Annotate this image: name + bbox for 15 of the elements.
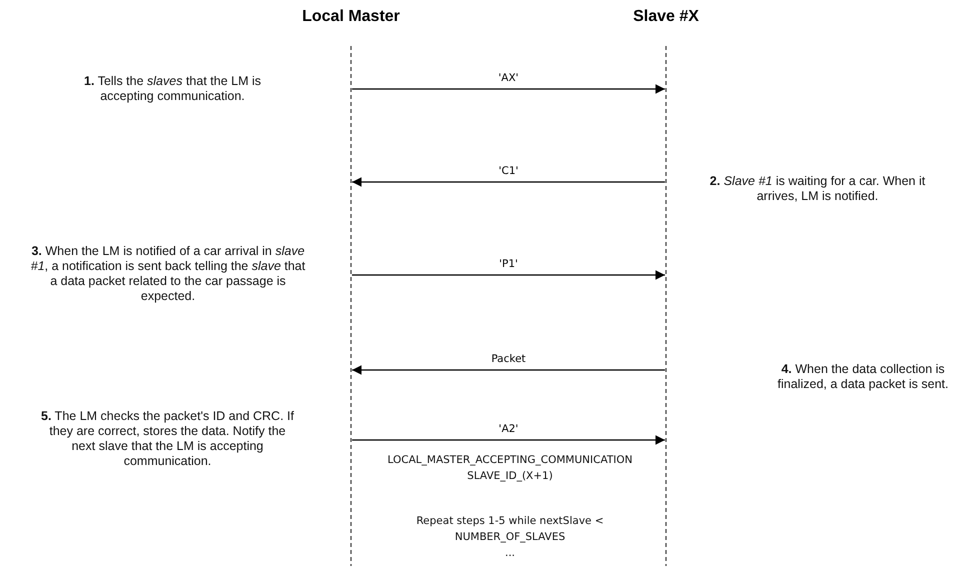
message-arrow — [352, 365, 665, 375]
participant-title: Local Master — [301, 8, 401, 26]
step-note: 1. Tells the slaves that the LM is accepting communication. — [83, 74, 262, 104]
step-note: 2. Slave #1 is waiting for a car. When it arrives, LM is notified. — [708, 174, 926, 204]
step-note: 5. The LM checks the packet's ID and CRC. If they are correct, stores the data. Notify the next slave that the LM is accepting communication. — [40, 409, 295, 469]
annotation-text: ... — [504, 546, 516, 561]
message-arrow — [352, 270, 665, 280]
participant-title: Slave #X — [632, 8, 700, 26]
message-arrow — [352, 84, 665, 94]
annotation-text: Repeat steps 1-5 while nextSlave < NUMBER_OF_SLAVES — [415, 514, 605, 545]
message-arrow — [352, 177, 665, 187]
message-arrow — [352, 435, 665, 445]
annotation-text: LOCAL_MASTER_ACCEPTING_COMMUNICATION SLAVE_ID_(X+1) — [388, 453, 632, 484]
step-note: 3. When the LM is notified of a car arrival in slave #1, a notification is sent back telling the slave that a data packet related to the car passage is expected. — [30, 244, 306, 304]
step-note: 4. When the data collection is finalized, a data packet is sent. — [776, 362, 950, 392]
